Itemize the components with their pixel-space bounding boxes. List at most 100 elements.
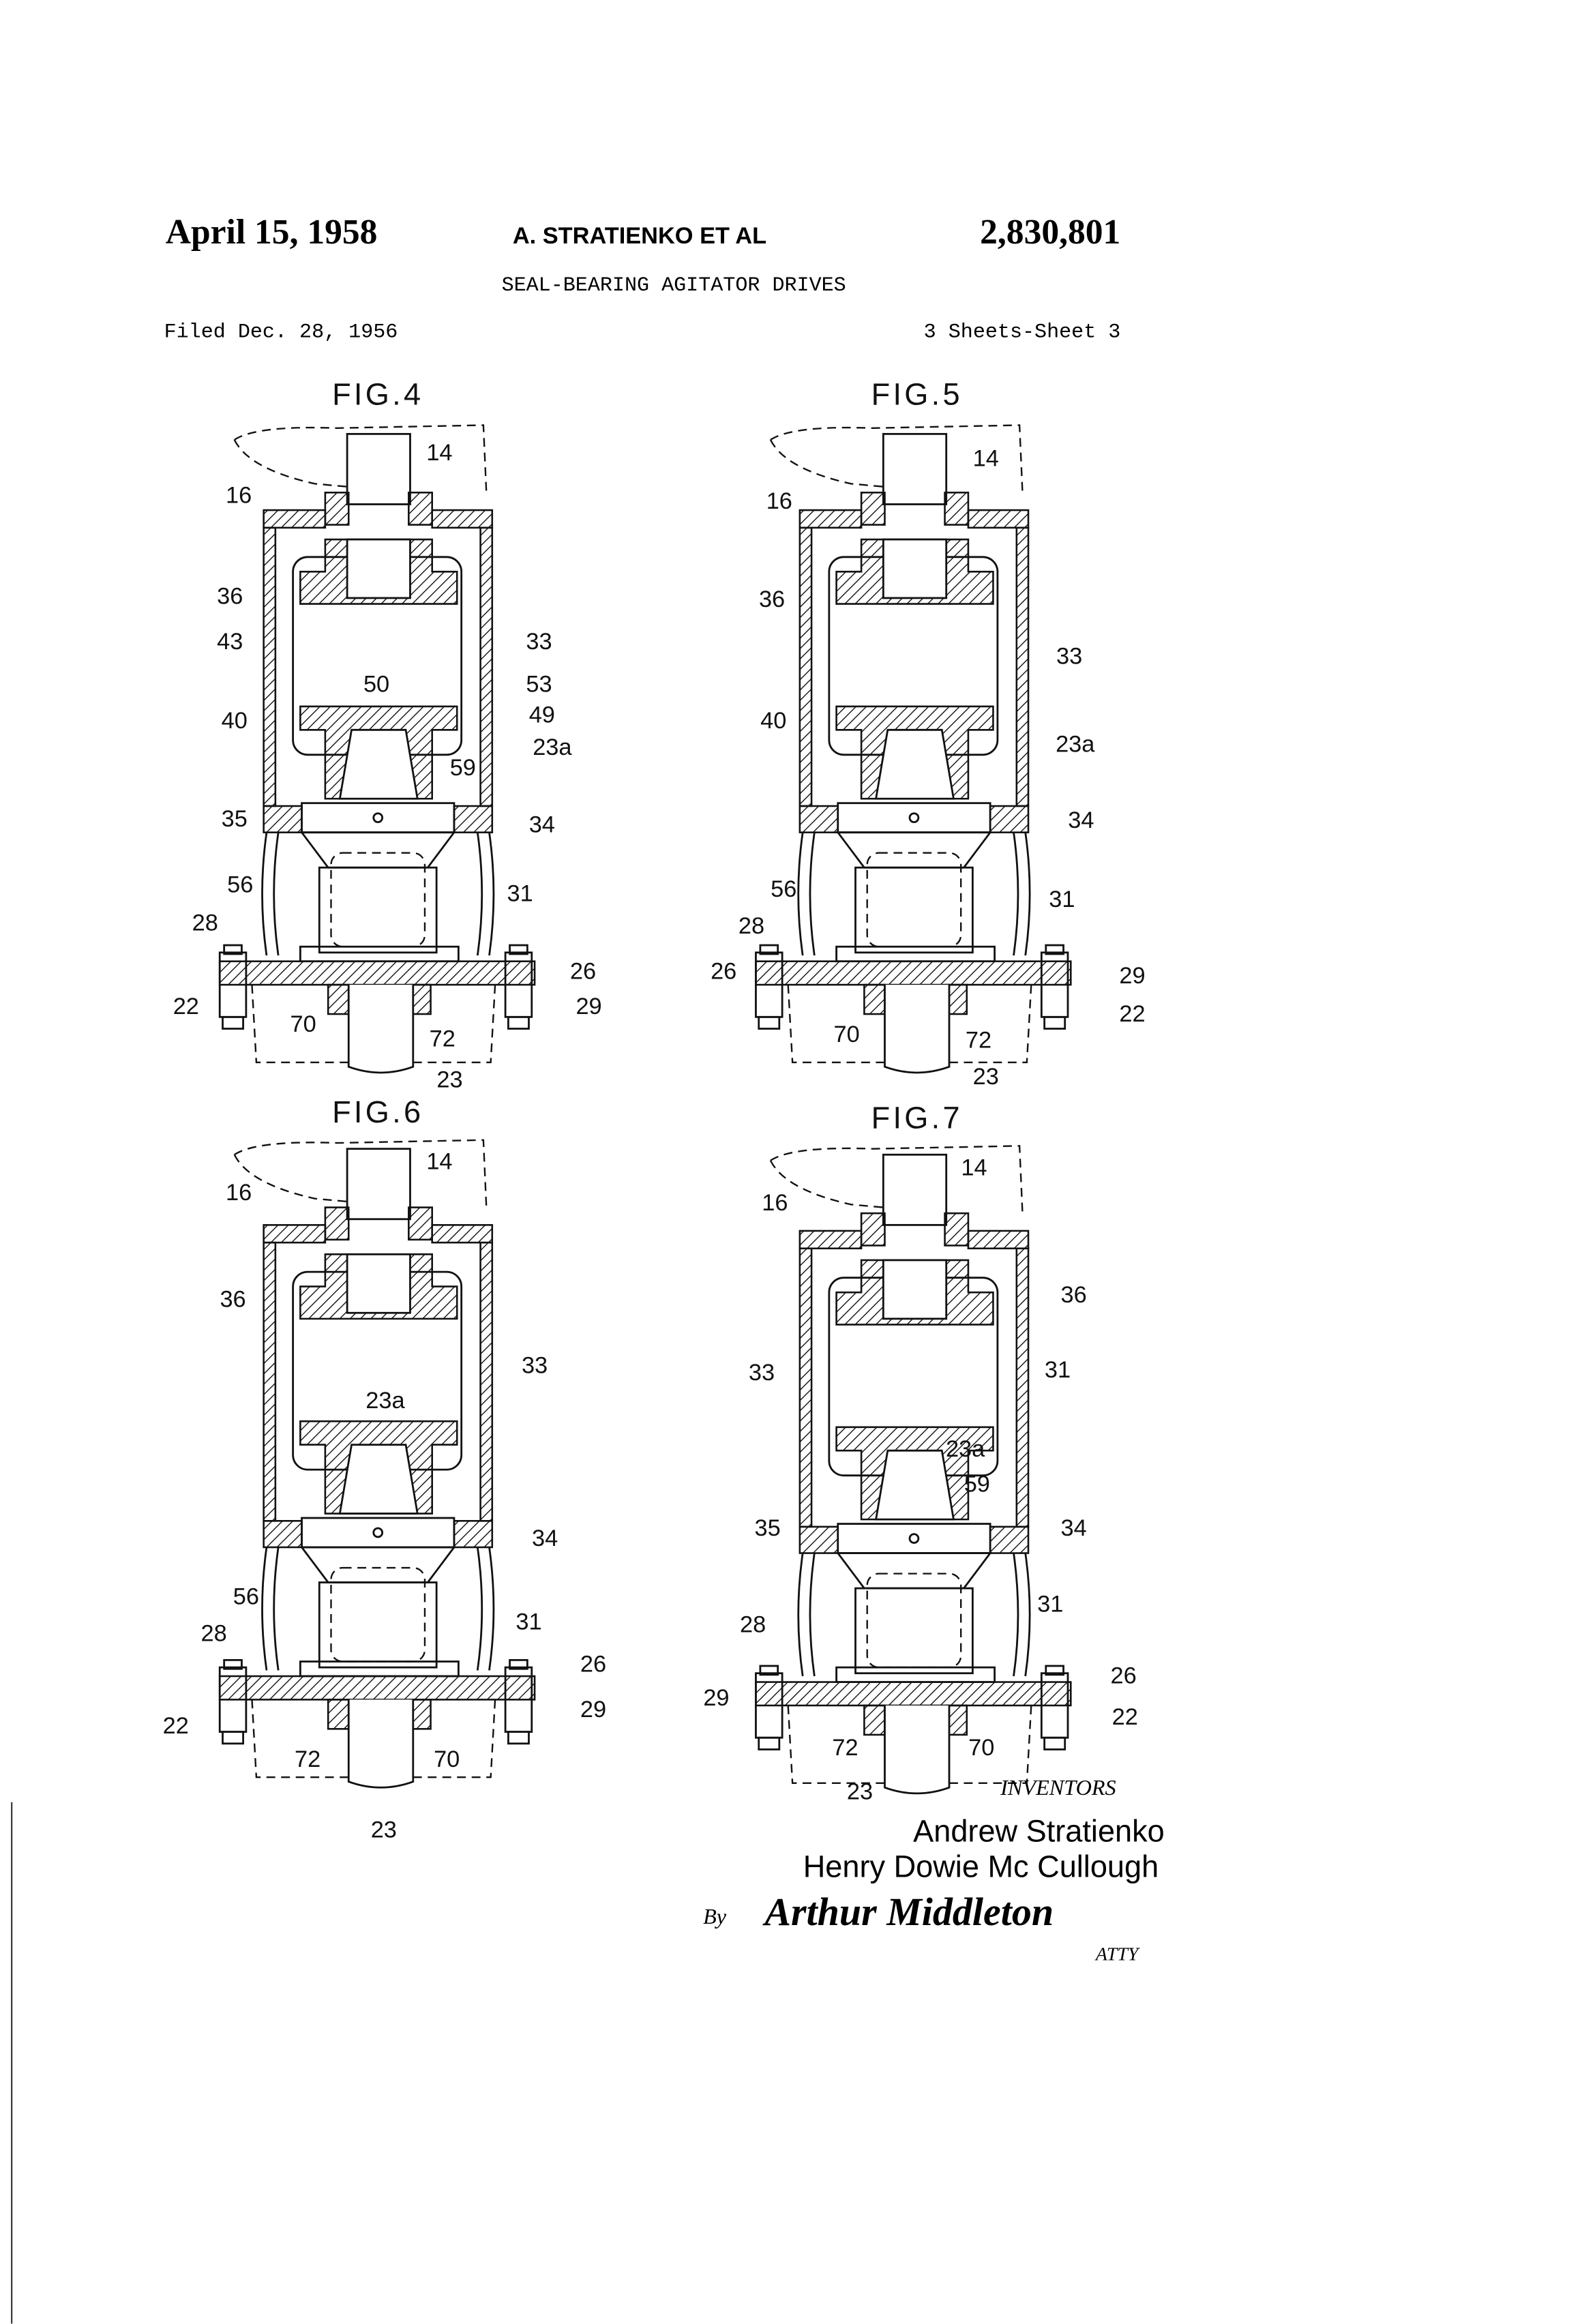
seal-16-right: [945, 1213, 968, 1245]
reference-label: 26: [711, 958, 736, 984]
lower-shaft-23: [884, 1705, 949, 1793]
lower-shaft-23: [348, 1699, 413, 1787]
reference-label: 23: [371, 1817, 397, 1843]
reference-label: 35: [222, 806, 248, 832]
cone-56: [838, 1553, 990, 1589]
reference-label: 59: [964, 1471, 990, 1497]
reference-label: 70: [834, 1022, 860, 1047]
figure-title: FIG.6: [332, 1094, 423, 1129]
reference-label: 53: [526, 671, 552, 697]
hole-59: [910, 814, 919, 822]
reference-label: 35: [755, 1515, 781, 1541]
bearing-31: [319, 867, 436, 953]
base-ring: [300, 1662, 458, 1676]
hole-59: [910, 1534, 919, 1543]
reference-label: 14: [961, 1154, 987, 1180]
bolt-nut-22-1: [1045, 1738, 1065, 1749]
inventor-2: Henry Dowie Mc Cullough: [803, 1849, 1159, 1883]
reference-label: 26: [570, 958, 596, 984]
filed-date: Filed Dec. 28, 1956: [164, 321, 398, 344]
seal-72: [864, 1705, 884, 1735]
housing-wall-right: [1017, 1249, 1028, 1527]
reference-label: 26: [580, 1652, 606, 1678]
cone-56: [838, 833, 990, 868]
atty-label: ATTY: [1094, 1944, 1140, 1965]
bearing-housing: [838, 803, 990, 833]
plate-34: [990, 806, 1028, 833]
patent-number: 2,830,801: [980, 213, 1120, 252]
reference-label: 34: [1060, 1515, 1086, 1541]
reference-label: 23a: [1056, 732, 1095, 758]
bolt-nut-22-1: [508, 1017, 528, 1028]
reference-label: 34: [1068, 807, 1094, 833]
figure-title: FIG.7: [871, 1101, 963, 1135]
patent-title: SEAL-BEARING AGITATOR DRIVES: [502, 274, 846, 297]
reference-label: 72: [832, 1735, 858, 1761]
reference-label: 16: [226, 1180, 252, 1206]
plate-34: [454, 1521, 492, 1547]
reference-label: 23a: [946, 1436, 985, 1462]
reference-label: 14: [973, 446, 999, 472]
seal-16-left: [861, 1213, 884, 1245]
reference-label: 43: [217, 629, 243, 655]
reference-label: 23a: [533, 734, 572, 760]
reference-label: 31: [1049, 887, 1075, 912]
reference-label: 29: [1119, 963, 1145, 989]
plate-35: [800, 806, 838, 833]
shaft-23a: [340, 1445, 417, 1514]
base-plate-26: [756, 962, 1071, 985]
reference-label: 59: [450, 755, 476, 781]
reference-label: 31: [507, 881, 533, 907]
reference-label: 33: [522, 1352, 548, 1378]
reference-label: 70: [968, 1735, 994, 1761]
signature-block: INVENTORS Andrew Stratienko Henry Dowie …: [703, 1775, 1165, 1965]
inventors-heading: INVENTORS: [1000, 1775, 1116, 1800]
seal-16-right: [408, 492, 432, 524]
lower-shaft-23: [884, 985, 949, 1073]
figure-fig-7: [756, 1146, 1071, 1793]
top-plate-right: [432, 510, 492, 528]
lower-housing-walls: [799, 833, 1030, 955]
seal-16-right: [945, 492, 968, 524]
base-ring: [300, 947, 458, 961]
housing-wall-right: [481, 528, 492, 806]
reference-label: 70: [434, 1746, 460, 1772]
plate-34: [990, 1527, 1028, 1553]
reference-label: 22: [1112, 1704, 1138, 1730]
reference-label: 14: [426, 1149, 452, 1175]
hole-59: [374, 1528, 383, 1537]
reference-label: 23: [847, 1778, 873, 1804]
bolt-nut-22-0: [223, 1732, 243, 1744]
reference-label: 56: [227, 872, 253, 898]
seal-72: [864, 985, 884, 1014]
upper-shaft-14: [883, 1154, 946, 1225]
seal-16-left: [861, 492, 884, 524]
reference-label: 23a: [365, 1388, 405, 1414]
plate-35: [264, 806, 302, 833]
reference-label: 28: [740, 1612, 766, 1638]
bolt-nut-22-1: [1045, 1017, 1065, 1028]
shaft-23a: [340, 730, 417, 799]
bearing-31: [319, 1583, 436, 1668]
reference-label: 28: [738, 913, 764, 939]
housing-wall-right: [1017, 528, 1028, 806]
lower-shaft-23: [348, 985, 413, 1073]
reference-label: 72: [430, 1026, 456, 1052]
hub-bore: [347, 1254, 410, 1313]
housing-wall-left: [800, 1249, 811, 1527]
cone-56: [302, 833, 454, 868]
reference-label: 31: [1037, 1591, 1063, 1617]
reference-label: 70: [290, 1011, 316, 1037]
reference-label: 22: [163, 1713, 189, 1739]
hub-bore: [883, 1260, 946, 1319]
reference-label: 22: [173, 994, 199, 1019]
housing-wall-left: [264, 1242, 275, 1521]
reference-label: 23: [973, 1064, 999, 1090]
plate-35: [800, 1527, 838, 1553]
figures: FIG.414163643335053494023a59353456312826…: [163, 376, 1146, 1843]
seal-16-right: [408, 1208, 432, 1240]
cone-56: [302, 1547, 454, 1583]
bearing-31: [856, 867, 973, 953]
reference-label: 22: [1119, 1001, 1145, 1027]
